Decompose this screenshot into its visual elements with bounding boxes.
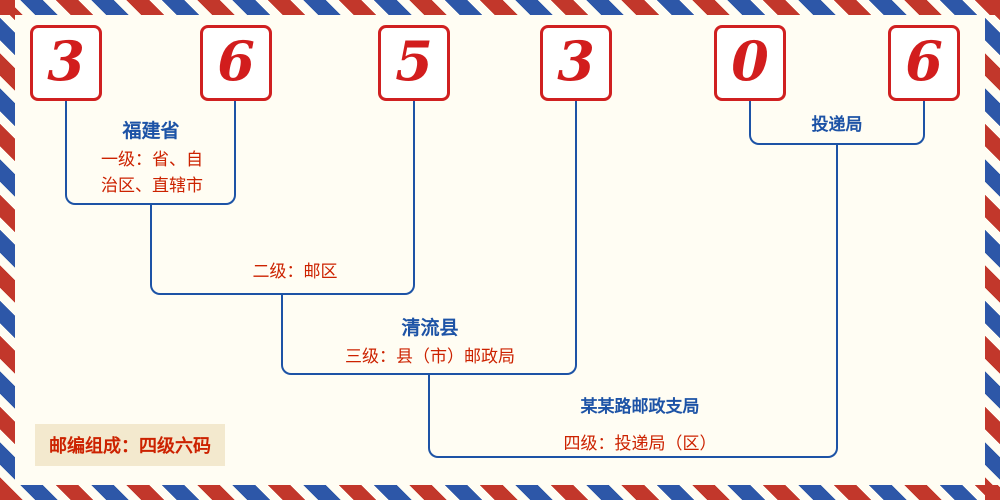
bracket-delivery [749, 100, 925, 145]
bracket-level2-right [283, 100, 415, 295]
digit-6: 6 [905, 29, 943, 93]
level4-desc-label: 四级：投递局（区） [563, 434, 717, 454]
airmail-stripe-right [985, 0, 1000, 500]
level4-place-label: 某某路邮政支局 [580, 397, 700, 417]
airmail-stripe-bottom [0, 485, 1000, 500]
digit-box-5: 0 [714, 25, 786, 101]
bracket-level4-right [634, 143, 838, 458]
digit-box-4: 3 [540, 25, 612, 101]
digit-2: 6 [217, 29, 255, 93]
level1-desc-label: 一级：省、自治区、直辖市 [101, 150, 203, 197]
airmail-stripe-top [0, 0, 1000, 15]
bracket-level4-left [428, 373, 634, 458]
bracket-level3-left [281, 293, 430, 375]
bracket-level3-right [430, 100, 577, 375]
composition-badge: 邮编组成：四级六码 [35, 424, 225, 466]
digit-box-6: 6 [888, 25, 960, 101]
digit-box-1: 3 [30, 25, 102, 101]
digit-3: 5 [395, 29, 433, 93]
level2-desc-label: 二级：邮区 [252, 262, 338, 282]
airmail-stripe-left [0, 0, 15, 500]
digit-4: 3 [557, 29, 595, 93]
delivery-office-label: 投递局 [811, 115, 863, 135]
bracket-level1 [65, 100, 236, 205]
digit-5: 0 [731, 29, 769, 93]
bracket-level2-left [150, 205, 283, 295]
level1-place-label: 福建省 [122, 120, 180, 142]
digit-1: 3 [47, 29, 85, 93]
digit-box-3: 5 [378, 25, 450, 101]
level3-desc-label: 三级：县（市）邮政局 [345, 347, 515, 367]
digit-box-2: 6 [200, 25, 272, 101]
level3-place-label: 清流县 [401, 317, 459, 339]
